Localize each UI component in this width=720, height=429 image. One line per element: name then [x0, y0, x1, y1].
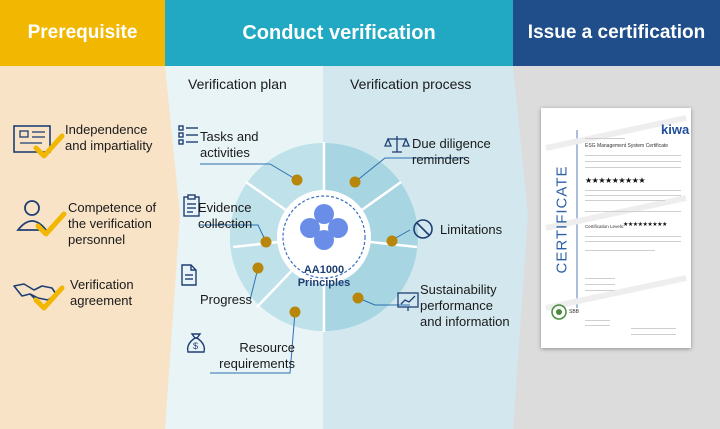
prereq-competence-label: Competence of the verification personnel	[68, 200, 157, 247]
process-dot-limitations	[386, 235, 398, 247]
center-line1: AA1000	[303, 264, 345, 276]
handshake-check-icon	[13, 283, 65, 311]
cert-line-3	[585, 161, 681, 162]
chart-board-icon	[397, 292, 419, 311]
cert-line-1	[585, 138, 625, 139]
plan-dot-resource	[289, 306, 301, 318]
plan-tasks-label: Tasks and activities	[200, 129, 259, 160]
cert-line-8	[585, 211, 681, 212]
task-list-icon	[178, 125, 198, 145]
cert-line-6	[585, 195, 681, 196]
process-limitations-label: Limitations	[440, 222, 503, 237]
process-dot-diligence	[349, 176, 361, 188]
issue-certification-header: Issue a certification	[513, 0, 720, 66]
cert-line-14	[585, 290, 615, 291]
cert-line-7	[585, 200, 665, 201]
money-bag-icon: $	[186, 333, 206, 353]
person-check-icon	[16, 200, 67, 237]
cert-line-17	[631, 328, 676, 329]
process-sustainability-label: Sustainability performance and informati…	[420, 282, 510, 329]
document-check-icon	[13, 125, 65, 159]
prerequisite-header: Prerequisite	[0, 0, 165, 66]
certificate-vertical-title: CERTIFICATE	[553, 165, 571, 274]
prerequisite-column	[0, 0, 165, 429]
kiwa-logo: kiwa	[661, 122, 690, 137]
certificate-decoration	[545, 115, 687, 311]
cert-line-11	[585, 250, 655, 251]
plan-dot-progress	[252, 262, 264, 274]
svg-text:$: $	[193, 341, 198, 351]
process-dot-sustainability	[352, 292, 364, 304]
clipboard-icon	[183, 194, 200, 217]
plan-evidence-label: Evidence collection	[198, 200, 253, 231]
conduct-verification-header: Conduct verification	[165, 0, 513, 66]
cert-line-2	[585, 155, 681, 156]
cert-line-18	[631, 334, 676, 335]
verification-plan-subheader: Verification plan	[188, 76, 287, 92]
certificate-title: ESG Management System Certificate	[585, 143, 669, 149]
cert-line-9	[585, 236, 681, 237]
scales-icon	[384, 136, 410, 153]
sbb-seal-icon	[551, 304, 567, 320]
no-entry-icon	[413, 219, 433, 239]
cert-line-4	[585, 167, 681, 168]
prereq-independence-label: Independence and impartiality	[65, 122, 153, 153]
cert-line-16	[585, 325, 610, 326]
cert-line-13	[585, 284, 615, 285]
cert-line-10	[585, 241, 681, 242]
verification-process-subheader: Verification process	[350, 76, 472, 92]
document-icon	[181, 264, 197, 286]
cert-line-5	[585, 190, 681, 191]
plan-resource-label: Resource requirements	[219, 340, 295, 371]
center-line2: Principles	[297, 277, 351, 289]
cert-line-15	[585, 320, 610, 321]
certificate-stars-top: ★★★★★★★★★	[585, 176, 646, 185]
certificate-levels-label: Certification Levels:	[585, 224, 625, 229]
sbb-seal-label: SBB	[569, 309, 580, 315]
cert-line-12	[585, 278, 615, 279]
certificate-stars-levels: ★★★★★★★★★	[623, 222, 667, 228]
plan-dot-evidence	[260, 236, 272, 248]
plan-progress-label: Progress	[200, 292, 253, 307]
prereq-agreement-label: Verification agreement	[70, 277, 134, 308]
plan-dot-tasks	[291, 174, 303, 186]
process-diligence-label: Due diligence reminders	[412, 136, 491, 167]
conduct-chevron	[513, 66, 528, 429]
prereq-chevron	[165, 66, 180, 429]
certificate-document: kiwa ESG Management System Certificate ★…	[541, 108, 691, 348]
